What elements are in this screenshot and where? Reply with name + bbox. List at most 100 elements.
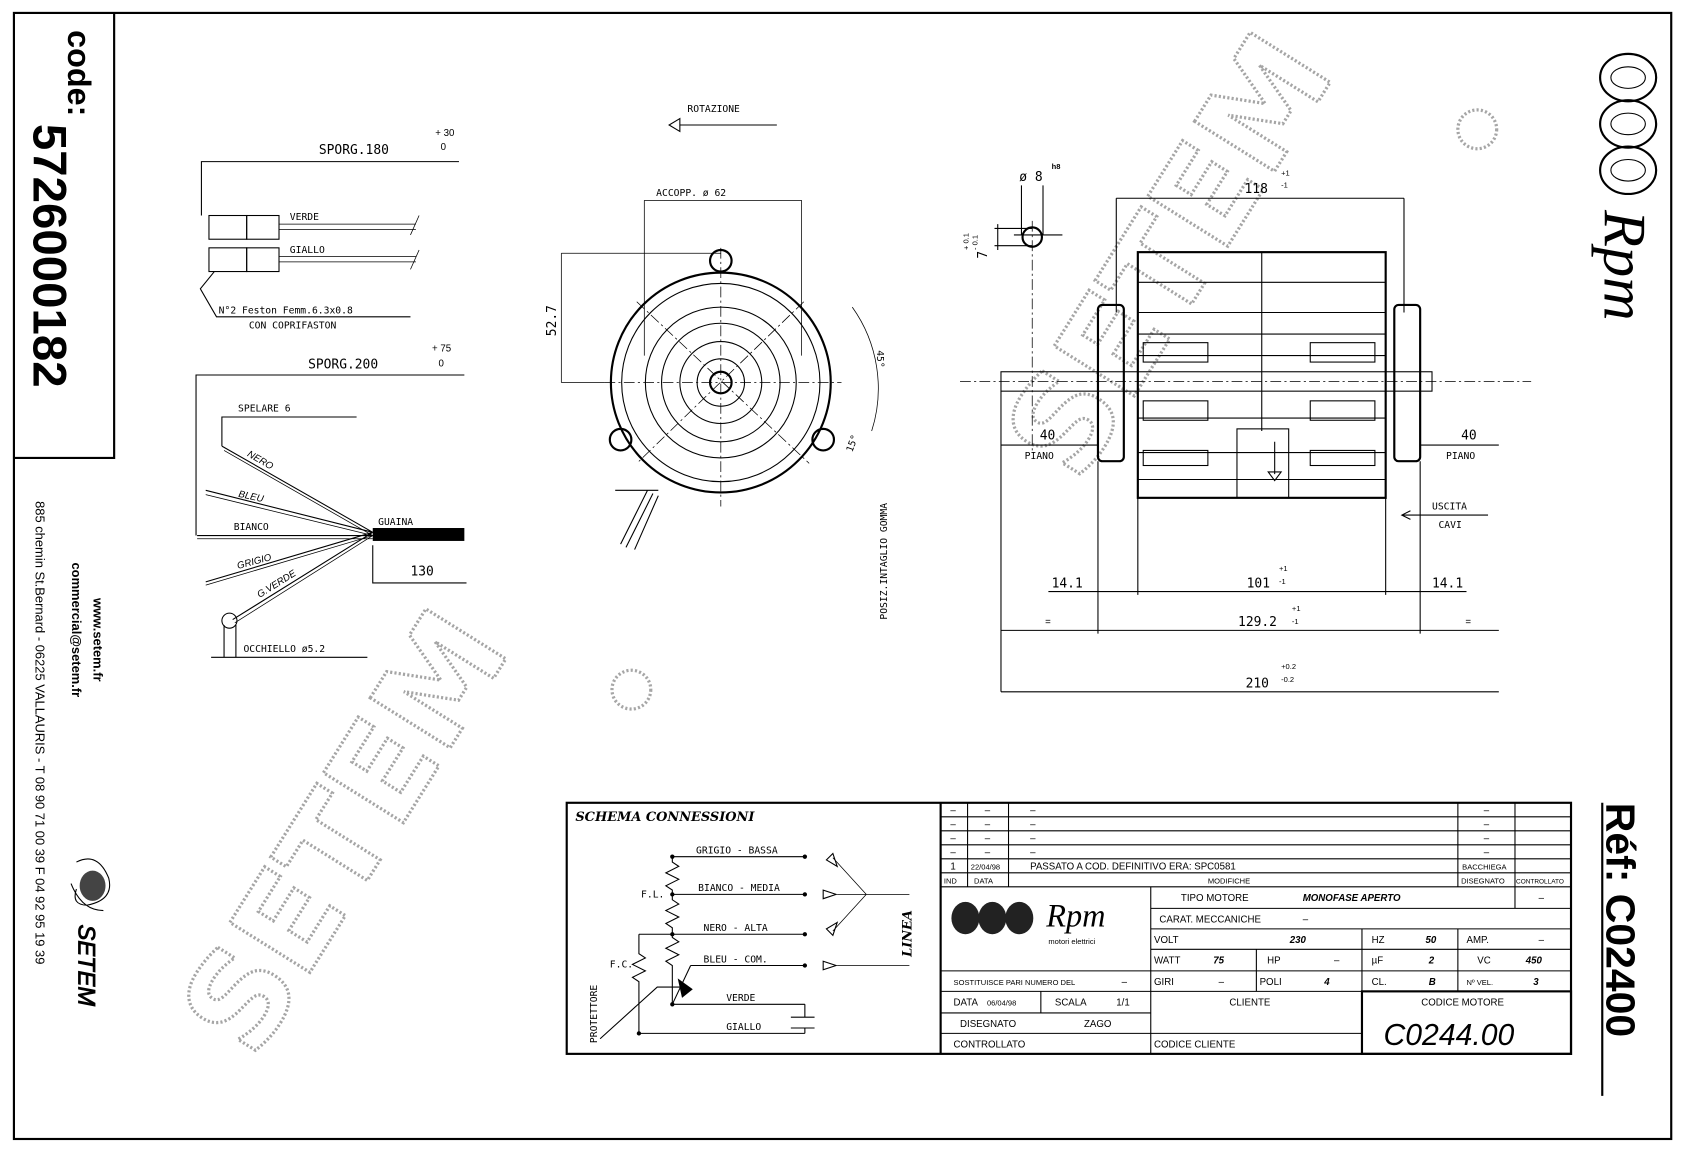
rev-ind: –: [950, 848, 956, 859]
wire-label-bleu: BLEU: [237, 489, 265, 505]
watt-label: WATT: [1154, 955, 1180, 966]
dim-210: 210: [1246, 676, 1269, 691]
coprifaston-note: CON COPRIFASTON: [249, 321, 337, 332]
dim-40-left: 40: [1040, 429, 1056, 444]
faston-note: N°2 Feston Femm.6.3x0.8: [219, 306, 353, 317]
header-data: DATA: [974, 877, 994, 886]
rev-disegnato: –: [1484, 848, 1490, 859]
code-panel: code: 5726000182: [22, 30, 96, 387]
schema-protettore: PROTETTORE: [589, 985, 600, 1043]
schema-linea: LINEA: [901, 910, 916, 958]
volt-value: 230: [1289, 935, 1307, 946]
header-controllato: CONTROLLATO: [1516, 879, 1564, 886]
shaft-tol: h8: [1052, 162, 1061, 171]
hp-label: HP: [1267, 955, 1280, 966]
address-text: 885 chemin St.Bernard - 06225 VALLAURIS …: [32, 501, 47, 964]
sporg1-dim: SPORG.180: [319, 143, 389, 158]
codice-motore-value: C0244.00: [1384, 1019, 1515, 1052]
thermal-protector-icon: [677, 978, 693, 998]
cable-box: [1236, 428, 1290, 499]
wire-label-giallo: GIALLO: [290, 245, 325, 256]
cable-drawing: SPORG.180 + 30 0 VERDE GIALLO N°2 Feston…: [195, 128, 467, 658]
poli-label: POLI: [1260, 977, 1282, 988]
watermark-right: SETEM: [978, 9, 1363, 501]
cl-label: CL.: [1372, 977, 1387, 988]
rev-desc: –: [1030, 806, 1036, 817]
setem-logo-icon: [70, 858, 111, 912]
vel-label: Nº VEL.: [1466, 978, 1493, 987]
carat-label: CARAT. MECCANICHE: [1159, 914, 1261, 925]
cable-exit-arrow-icon: [1400, 510, 1489, 520]
schema-title: SCHEMA CONNESSIONI: [575, 810, 755, 825]
header-modifiche: MODIFICHE: [1208, 877, 1250, 886]
dim-eq-left: =: [1045, 617, 1051, 628]
code-value: 5726000182: [22, 124, 75, 388]
dim-118: 118: [1245, 182, 1268, 197]
wire-label-verde: VERDE: [290, 212, 319, 223]
amp-value: –: [1539, 935, 1545, 946]
height-dim: 52.7: [545, 305, 560, 336]
rev-disegnato: BACCHIEGA: [1462, 863, 1507, 872]
connection-schema: SCHEMA CONNESSIONI GRIGIO - BASSA BIANCO…: [575, 810, 915, 1043]
sporg2-tol-plus: + 75: [432, 343, 451, 354]
code-panel-border: [13, 12, 116, 460]
schema-verde: VERDE: [726, 993, 755, 1004]
flat-tol-plus: + 0.1: [962, 233, 971, 250]
dim-129-tol-plus: +1: [1292, 604, 1301, 613]
shaft: [1000, 371, 1433, 392]
capacitor-icon: [790, 1004, 815, 1034]
rev-ind: –: [950, 820, 956, 831]
email-text: commercial@setem.fr: [69, 562, 84, 697]
dim-14-right: 14.1: [1432, 576, 1463, 591]
dim-101: 101: [1247, 576, 1270, 591]
rpm-small-logo: Rpm motori elettrici: [951, 898, 1105, 946]
rev-desc: –: [1030, 820, 1036, 831]
mount-hole: [811, 427, 836, 452]
header-disegnato: DISEGNATO: [1461, 877, 1505, 886]
contact-info: www.setem.fr commercial@setem.fr 885 che…: [32, 501, 111, 1007]
rpm-logo-text: Rpm: [1590, 209, 1657, 321]
dim-101-tol-minus: -1: [1279, 577, 1286, 586]
wire-label-nero: NERO: [245, 449, 275, 473]
rev-data: –: [985, 834, 991, 845]
giri-label: GIRI: [1154, 977, 1174, 988]
occhiello-note: OCCHIELLO ø5.2: [243, 644, 325, 655]
dim-14-left: 14.1: [1052, 576, 1083, 591]
rev-disegnato: –: [1484, 820, 1490, 831]
setem-brand-text: SETEM: [73, 925, 99, 1007]
reference-number: Réf: C02400: [1598, 803, 1644, 1037]
hz-label: HZ: [1372, 935, 1385, 946]
watermark-registered-icon: [610, 668, 653, 711]
rev-ind: –: [950, 834, 956, 845]
piano-right: PIANO: [1446, 451, 1475, 462]
revision-table: – – – – – – – – – – – – – – – – 1 22/04/…: [944, 806, 1564, 886]
rev-desc: –: [1030, 848, 1036, 859]
flat-dim: 7: [976, 251, 991, 259]
sporg1-tol-plus: + 30: [435, 128, 455, 139]
sporg2-dim: SPORG.200: [308, 358, 378, 373]
schema-grigio: GRIGIO - BASSA: [696, 845, 778, 856]
right-flange: [1393, 303, 1422, 463]
rpm-small-logo-sub: motori elettrici: [1048, 937, 1095, 946]
dim-118-tol-minus: -1: [1281, 180, 1288, 189]
angle-45: 45°: [874, 350, 885, 368]
giri-value: –: [1219, 977, 1225, 988]
rev-data: –: [985, 820, 991, 831]
sporg2-tol-minus: 0: [438, 358, 444, 369]
flat-tol-minus: - 0.1: [970, 235, 979, 250]
rev-ind: –: [950, 806, 956, 817]
cable-sheath: [372, 528, 465, 541]
dim-101-tol-plus: +1: [1279, 564, 1288, 573]
uf-value: 2: [1428, 955, 1435, 966]
controllato-label: CONTROLLATO: [954, 1039, 1026, 1050]
rev-desc: PASSATO A COD. DEFINITIVO ERA: SPC0581: [1030, 862, 1236, 873]
rpm-small-logo-text: Rpm: [1045, 898, 1105, 934]
tipo-extra: –: [1539, 893, 1545, 904]
scala-value: 1/1: [1116, 997, 1129, 1008]
uf-label: µF: [1372, 955, 1384, 966]
header-ind: IND: [944, 877, 958, 886]
cavi-label: CAVI: [1438, 520, 1461, 531]
volt-label: VOLT: [1154, 935, 1179, 946]
sostituisce-value: –: [1122, 977, 1128, 988]
